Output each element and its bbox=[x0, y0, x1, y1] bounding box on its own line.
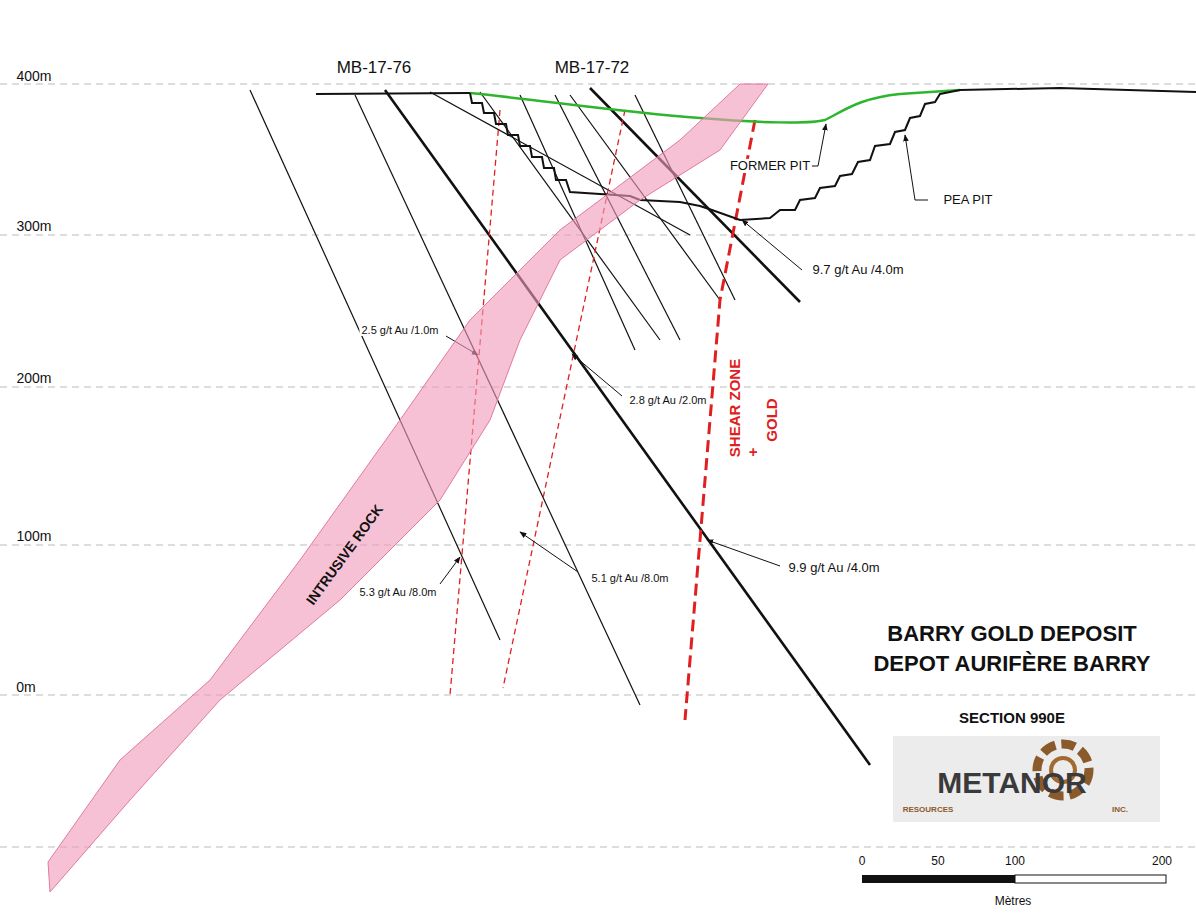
pit-label: PEA PIT bbox=[943, 193, 992, 207]
elevation-label: 100m bbox=[16, 529, 51, 544]
zone-label: + bbox=[745, 448, 762, 457]
scale-number: 100 bbox=[1005, 855, 1025, 868]
scale-number: 200 bbox=[1152, 855, 1172, 868]
scale-number: 0 bbox=[859, 855, 866, 868]
elevation-label: 400m bbox=[16, 69, 51, 84]
diagram-title: BARRY GOLD DEPOSIT bbox=[887, 622, 1136, 646]
logo-text: INC. bbox=[1112, 806, 1128, 815]
logo-name: METANOR bbox=[937, 766, 1086, 799]
topography bbox=[316, 93, 470, 94]
drill-holes bbox=[250, 88, 870, 765]
band-shape bbox=[48, 84, 768, 892]
elevation-label: 200m bbox=[16, 371, 51, 386]
grade-label: 9.9 g/t Au /4.0m bbox=[788, 561, 879, 575]
grade-label: 5.1 g/t Au /8.0m bbox=[589, 572, 670, 584]
zone-label: GOLD bbox=[764, 396, 781, 443]
hole-name: MB-17-72 bbox=[555, 59, 630, 78]
logo-text: RESOURCES bbox=[903, 806, 954, 815]
band-outline bbox=[40, 80, 775, 900]
grade-label: 5.3 g/t Au /8.0m bbox=[357, 586, 438, 598]
elevation-label: 300m bbox=[16, 219, 51, 234]
subtitle: DEPOT AURIFÈRE BARRY bbox=[873, 652, 1150, 676]
pit-label: FORMER PIT bbox=[728, 159, 812, 173]
scale-bar bbox=[862, 875, 1166, 883]
grade-label: 2.8 g/t Au /2.0m bbox=[627, 394, 708, 406]
logo-panel bbox=[893, 736, 1160, 822]
grade-label: 2.5 g/t Au /1.0m bbox=[359, 324, 440, 336]
zone-label: SHEAR ZONE bbox=[727, 357, 744, 459]
grade-label: 9.7 g/t Au /4.0m bbox=[812, 263, 903, 277]
intrusive-band: INTRUSIVE ROCK bbox=[40, 80, 775, 900]
topography bbox=[960, 88, 1196, 92]
scale-number: 50 bbox=[931, 855, 944, 868]
scale-unit: Mètres bbox=[995, 895, 1032, 908]
elevation-label: 0m bbox=[16, 680, 35, 695]
section-label: SECTION 990E bbox=[959, 710, 1065, 727]
hole-name: MB-17-76 bbox=[337, 59, 412, 78]
